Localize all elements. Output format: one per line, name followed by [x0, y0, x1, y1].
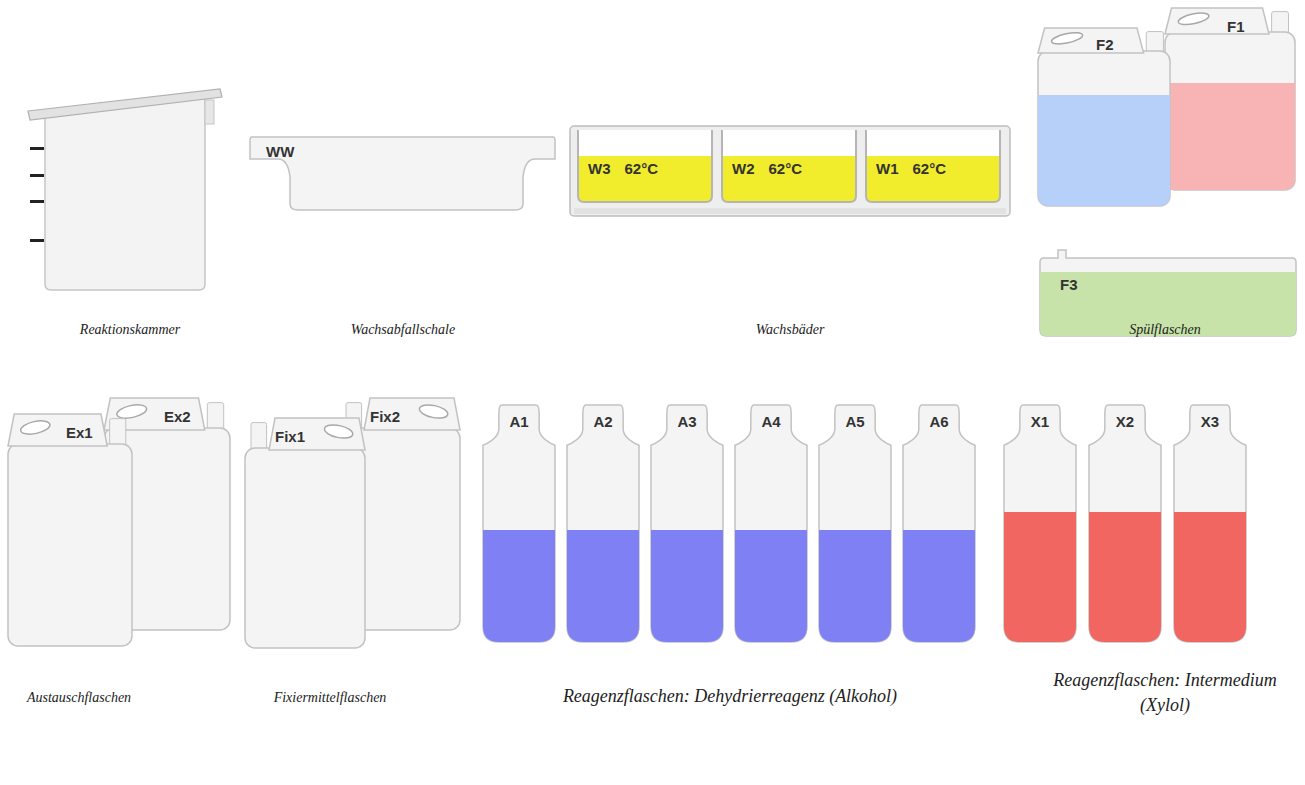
label-row: A5: [819, 413, 891, 431]
bottle-shape: [567, 405, 639, 642]
caption: Spülflaschen: [1055, 320, 1275, 340]
bottle-shape: [1089, 405, 1161, 642]
caption: Wachsbäder: [680, 320, 900, 340]
container-id: Ex2: [164, 408, 191, 426]
jug-container: F2: [1038, 28, 1170, 206]
bottle-container: A6: [903, 405, 975, 642]
label-row: W3 62°C: [588, 160, 658, 178]
bottle-shape: [735, 405, 807, 642]
label-row: A1: [483, 413, 555, 431]
tray-container: WW: [250, 137, 555, 210]
container-id: W1: [876, 160, 899, 178]
label-row: F3: [1060, 276, 1078, 294]
label-row: A3: [651, 413, 723, 431]
container-id: Fix2: [370, 408, 400, 426]
label-row: W2 62°C: [732, 160, 802, 178]
container-id: Ex1: [66, 424, 93, 442]
label-row: X2: [1089, 413, 1161, 431]
container-id: A3: [677, 413, 696, 431]
label-row: A6: [903, 413, 975, 431]
container-id: F2: [1096, 36, 1114, 54]
bottle-container: X3: [1174, 405, 1246, 642]
reaction-chamber: [28, 89, 222, 290]
label-row: X3: [1174, 413, 1246, 431]
label-row: W1 62°C: [876, 160, 946, 178]
bottle-shape: [1004, 405, 1076, 642]
caption: Reaktionskammer: [20, 320, 240, 340]
container-id: F3: [1060, 276, 1078, 294]
label-row: A2: [567, 413, 639, 431]
temperature: 62°C: [913, 160, 947, 178]
label-row: Ex2: [164, 408, 191, 426]
container-id: A1: [509, 413, 528, 431]
bottle-container: A5: [819, 405, 891, 642]
label-row: A4: [735, 413, 807, 431]
container-id: A2: [593, 413, 612, 431]
jug-container: Fix1: [245, 418, 365, 648]
container-id: F1: [1227, 18, 1245, 36]
jug-container: Ex1: [8, 414, 132, 646]
label-row: WW: [266, 143, 294, 161]
bottle-shape: [483, 405, 555, 642]
jug-shape: [8, 414, 132, 646]
bottle-shape: [903, 405, 975, 642]
label-row: Ex1: [66, 424, 93, 442]
caption: Austauschflaschen: [4, 688, 154, 708]
bottle-container: X2: [1089, 405, 1161, 642]
container-id: Fix1: [275, 428, 305, 446]
wax-bath-tray: [570, 126, 1010, 216]
container-id: X2: [1116, 413, 1134, 431]
container-id: A4: [761, 413, 780, 431]
bottle-container: A4: [735, 405, 807, 642]
temperature: 62°C: [625, 160, 659, 178]
label-row: F1: [1227, 18, 1245, 36]
container-id: WW: [266, 143, 294, 161]
label-row: Fix2: [370, 408, 400, 426]
container-id: X1: [1031, 413, 1049, 431]
bottle-shape: [651, 405, 723, 642]
bottle-container: A1: [483, 405, 555, 642]
container-id: A6: [929, 413, 948, 431]
container-id: W3: [588, 160, 611, 178]
container-id: A5: [845, 413, 864, 431]
bath-container: W1 62°C: [866, 130, 1000, 202]
bottle-container: A2: [567, 405, 639, 642]
caption: Fixiermittelflaschen: [245, 688, 415, 708]
bottle-shape: [819, 405, 891, 642]
bottle-shape: [1174, 405, 1246, 642]
bottle-container: X1: [1004, 405, 1076, 642]
jug-shape: [1165, 8, 1295, 190]
bath-container: W3 62°C: [578, 130, 712, 202]
bottle-container: A3: [651, 405, 723, 642]
bath-container: W2 62°C: [722, 130, 856, 202]
label-row: Fix1: [275, 428, 305, 446]
jug-shape: [1038, 28, 1170, 206]
jug-shape: [245, 418, 365, 648]
label-row: X1: [1004, 413, 1076, 431]
container-id: W2: [732, 160, 755, 178]
caption: Reagenzflaschen: Dehydrierreagenz (Alkoh…: [480, 684, 980, 709]
tray-shape: [250, 137, 555, 210]
jug-container: F1: [1165, 8, 1295, 190]
label-row: F2: [1096, 36, 1114, 54]
caption: Wachsabfallschale: [293, 320, 513, 340]
temperature: 62°C: [769, 160, 803, 178]
caption: Reagenzflaschen: Intermedium (Xylol): [1034, 668, 1296, 718]
container-id: X3: [1201, 413, 1219, 431]
